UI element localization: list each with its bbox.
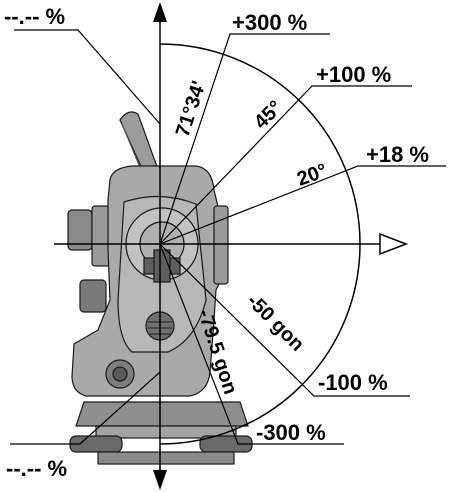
- label-unknown-bottom: --.-- %: [6, 456, 67, 481]
- label-plus-18: +18 %: [366, 142, 429, 167]
- label-plus-300: +300 %: [232, 10, 307, 35]
- label-minus-50-gon: -50 gon: [242, 290, 308, 356]
- label-angle-45: 45°: [250, 97, 287, 134]
- label-angle-20: 20°: [294, 160, 330, 191]
- down-arrowhead: [153, 470, 167, 490]
- up-arrowhead: [153, 2, 167, 22]
- ray-minus-100: [159, 243, 410, 397]
- right-arrowhead: [379, 232, 409, 256]
- angle-rays: [10, 29, 446, 445]
- ray-18: [159, 165, 446, 245]
- label-plus-100: +100 %: [316, 62, 391, 87]
- total-station-illustration: [67, 111, 253, 465]
- ray-minus-300: [159, 243, 344, 445]
- leader-unknown-top: [14, 29, 161, 125]
- leader-unknown-bottom: [10, 371, 161, 445]
- label-unknown-top: --.-- %: [4, 4, 65, 29]
- label-minus-100: -100 %: [318, 370, 388, 395]
- label-minus-300: -300 %: [256, 420, 326, 445]
- ray-300: [159, 33, 330, 245]
- ray-100: [159, 85, 412, 245]
